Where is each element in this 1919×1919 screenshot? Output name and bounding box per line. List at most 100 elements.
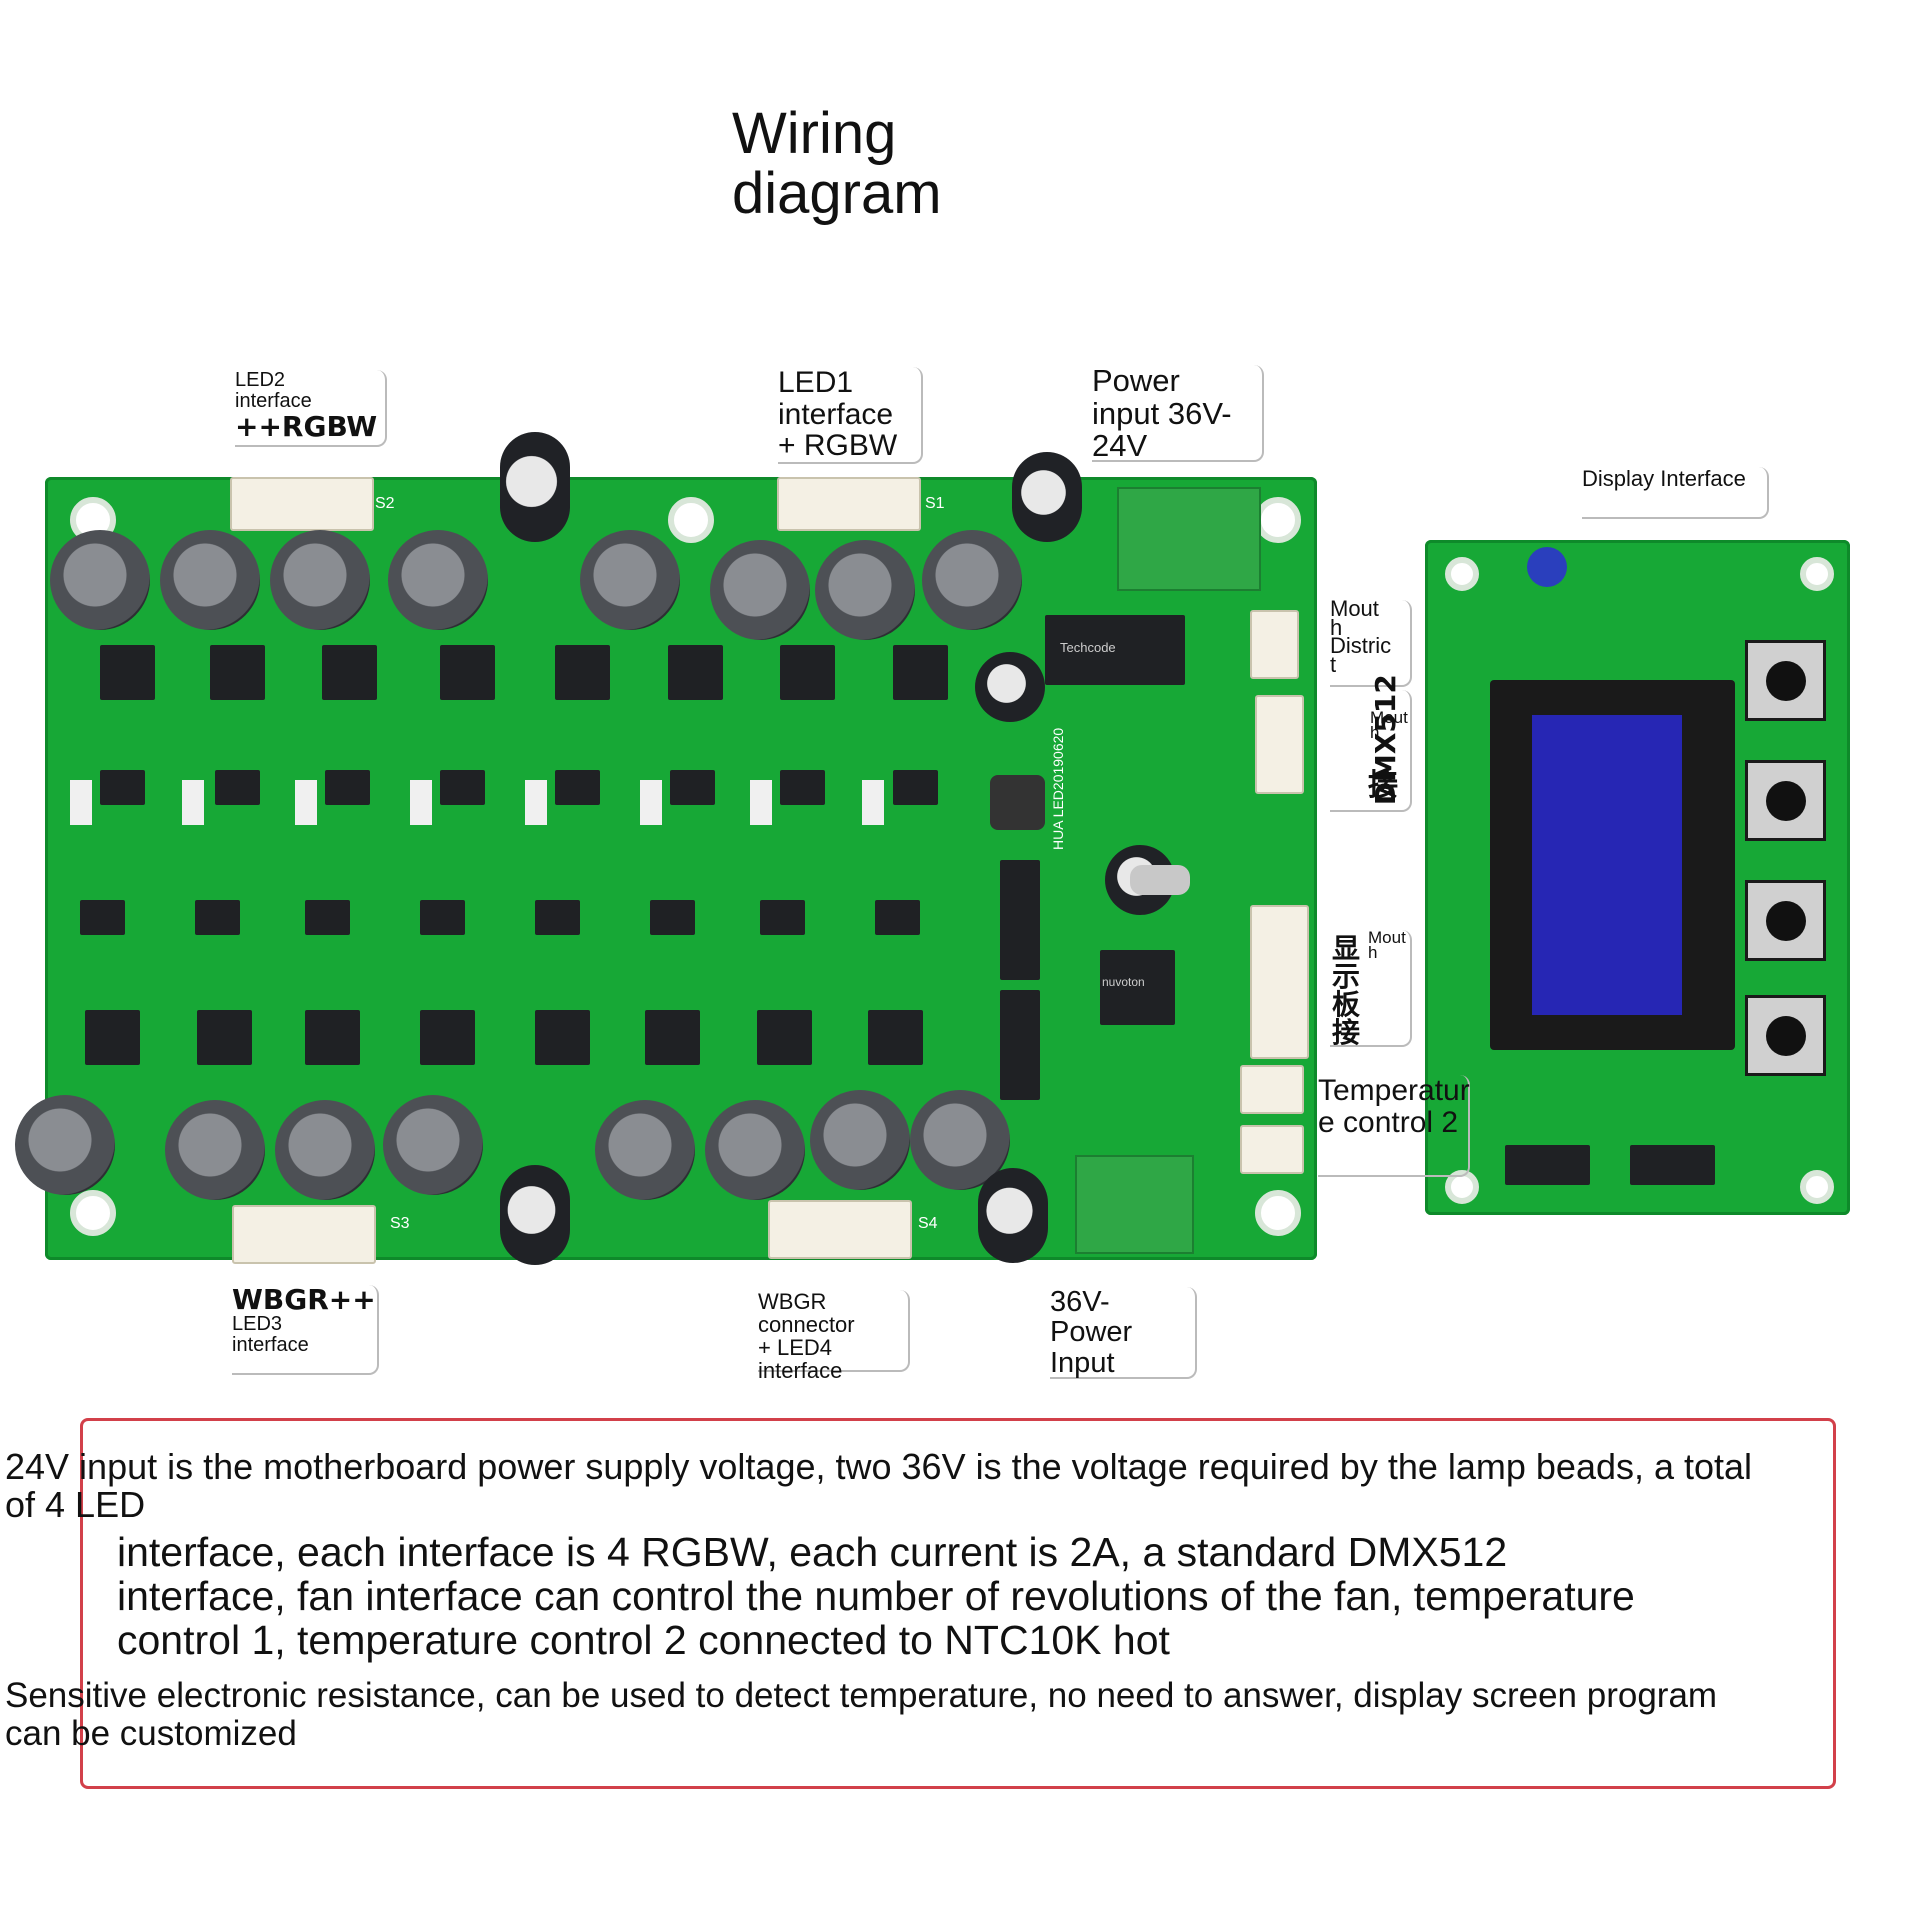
callout-power-bottom-line1: 36V- — [1050, 1286, 1110, 1318]
description-part-3: Sensitive electronic resistance, can be … — [5, 1677, 1915, 1753]
callout-temperature: Temperatur e control 2 — [1318, 1075, 1470, 1177]
callout-display-port: 显示板接 Mout h — [1330, 928, 1412, 1049]
description-line-5: control 1, temperature control 2 connect… — [117, 1617, 1170, 1663]
callout-fan-line3: Distric — [1330, 633, 1392, 659]
driver-ic — [650, 900, 695, 935]
callout-display-port-line1: Mout — [1368, 928, 1406, 947]
callout-led1-line1: LED1 — [778, 366, 854, 399]
temperature-2-connector — [1240, 1125, 1304, 1174]
mosfet — [868, 1010, 923, 1065]
capacitor — [595, 1100, 695, 1200]
callout-dmx-line2: h — [1370, 723, 1380, 743]
mosfet — [210, 645, 265, 700]
capacitor — [388, 530, 488, 630]
led4-connector — [768, 1200, 912, 1259]
mounting-hole — [70, 1190, 116, 1236]
driver-ic — [305, 900, 350, 935]
mounting-hole — [1255, 497, 1301, 543]
callout-fan-line2: h — [1330, 614, 1343, 640]
callout-led3-line3: interface — [232, 1334, 309, 1357]
driver-ic — [875, 900, 920, 935]
pcb-id-label: HUA LED20190620 — [1050, 727, 1066, 850]
callout-display-port-mouth: Mout h — [1368, 928, 1406, 963]
power-terminal-block — [1117, 487, 1261, 591]
driver-ic — [80, 900, 125, 935]
callout-led2-line1: LED2 — [235, 369, 286, 391]
description-part-1: 24V input is the motherboard power suppl… — [5, 1448, 1915, 1524]
mosfet — [305, 1010, 360, 1065]
electrolytic-capacitor — [975, 652, 1045, 722]
callout-power-top: Power input 36V- 24V — [1092, 364, 1264, 462]
mcu-marking: nuvoton — [1102, 975, 1145, 989]
dcdc-regulator-chip — [1045, 615, 1185, 685]
shift-register-chip — [1630, 1145, 1715, 1185]
description-line-2: of 4 LED — [5, 1484, 146, 1525]
push-button[interactable] — [1745, 880, 1826, 961]
callout-dmx-mouth: Mout h — [1370, 709, 1408, 743]
mounting-hole — [1445, 557, 1479, 591]
driver-ic — [325, 770, 370, 805]
callout-fan: Mout h Distric t — [1330, 598, 1412, 687]
capacitor — [810, 1090, 910, 1190]
mosfet — [780, 645, 835, 700]
led1-connector — [777, 477, 921, 531]
capacitor — [160, 530, 260, 630]
ic-chip — [1000, 860, 1040, 980]
sense-resistor — [70, 780, 92, 825]
dcdc-chip-marking: Techcode — [1060, 640, 1116, 655]
power-terminal-block-bottom — [1075, 1155, 1194, 1254]
capacitor — [815, 540, 915, 640]
lcd-screen — [1532, 715, 1682, 1015]
electrolytic-capacitor — [978, 1168, 1048, 1263]
contrast-potentiometer — [1527, 547, 1567, 587]
sense-resistor — [640, 780, 662, 825]
label-s2: S2 — [375, 495, 395, 512]
sense-resistor — [750, 780, 772, 825]
capacitor — [580, 530, 680, 630]
description-line-4: interface, fan interface can control the… — [117, 1573, 1635, 1619]
capacitor — [165, 1100, 265, 1200]
callout-led4: WBGR connector + LED4 interface — [758, 1289, 910, 1382]
inductor — [990, 775, 1045, 830]
callout-led4-line1: WBGR connector — [758, 1289, 855, 1338]
callout-display-port-line2: h — [1368, 943, 1378, 963]
callout-temperature-line2: e control 2 — [1318, 1105, 1459, 1139]
callout-dmx-cjk: 接 — [1368, 768, 1398, 803]
capacitor — [922, 530, 1022, 630]
description-line-6: Sensitive electronic resistance, can be … — [5, 1676, 1718, 1715]
callout-led1-line2: interface — [778, 397, 894, 431]
mounting-hole — [1255, 1190, 1301, 1236]
push-button[interactable] — [1745, 760, 1826, 841]
mosfet — [757, 1010, 812, 1065]
mosfet — [555, 645, 610, 700]
callout-power-bottom: 36V- Power Input — [1050, 1287, 1197, 1379]
capacitor — [710, 540, 810, 640]
push-button[interactable] — [1745, 995, 1826, 1076]
callout-power-bottom-line2: Power — [1050, 1316, 1133, 1349]
driver-ic — [780, 770, 825, 805]
callout-led4-line2: + LED4 interface — [758, 1335, 843, 1384]
display-connector — [1250, 905, 1309, 1059]
sense-resistor — [182, 780, 204, 825]
sense-resistor — [525, 780, 547, 825]
driver-ic — [535, 900, 580, 935]
shift-register-chip — [1505, 1145, 1590, 1185]
callout-led2-line2: interface — [235, 390, 312, 412]
mosfet — [535, 1010, 590, 1065]
driver-ic — [100, 770, 145, 805]
callout-power-bottom-line3: Input — [1050, 1346, 1115, 1379]
description-line-1: 24V input is the motherboard power suppl… — [5, 1446, 1753, 1487]
description-line-3: interface, each interface is 4 RGBW, eac… — [117, 1529, 1508, 1575]
mosfet — [100, 645, 155, 700]
callout-display: Display Interface — [1582, 467, 1769, 519]
capacitor — [275, 1100, 375, 1200]
callout-led3-line2: LED3 — [232, 1313, 283, 1336]
ic-chip — [1000, 990, 1040, 1100]
callout-led3-line1: WBGR++ — [232, 1283, 376, 1316]
capacitor — [15, 1095, 115, 1195]
callout-power-top-line2: input 36V- — [1092, 395, 1232, 431]
callout-display-port-cjk: 显示板接 — [1332, 932, 1361, 1049]
label-s1: S1 — [925, 495, 945, 512]
push-button[interactable] — [1745, 640, 1826, 721]
title-line-2: diagram — [732, 161, 942, 226]
